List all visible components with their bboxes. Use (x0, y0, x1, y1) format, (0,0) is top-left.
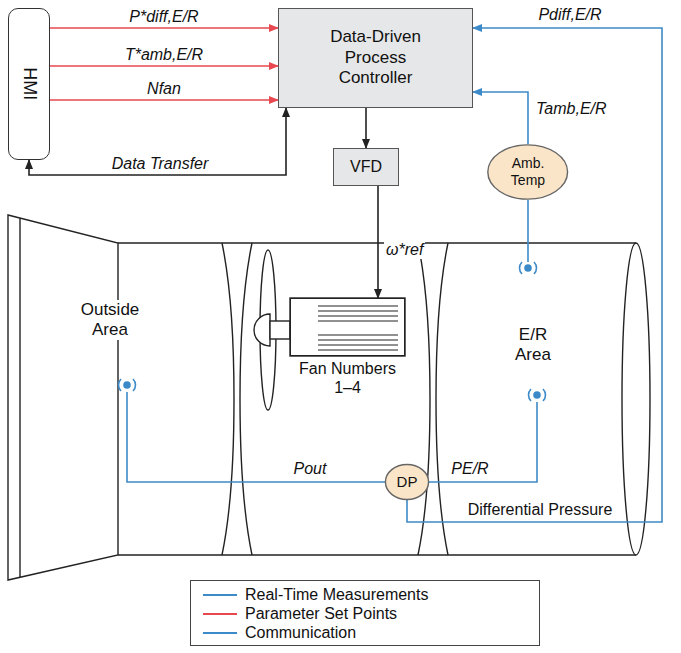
legend-row: Communication (203, 624, 527, 642)
sensor-wire (429, 402, 537, 482)
temperature-sensor (520, 262, 537, 274)
motor-windings (318, 306, 398, 350)
signal-label: PE/R (449, 460, 490, 478)
area-label: E/R Area (503, 325, 563, 364)
hmi-panel: HMI (8, 8, 50, 160)
sensor-wire (527, 200, 529, 262)
signal-connector (50, 65, 278, 67)
legend-line-sample (203, 590, 237, 600)
signal-label: ω*ref (384, 241, 425, 259)
node-label: HMI (18, 68, 40, 101)
pressure-sensor (529, 389, 546, 401)
legend-line-sample (203, 628, 237, 638)
signal-connector (50, 99, 278, 101)
legend-box: Real-Time MeasurementsParameter Set Poin… (190, 580, 540, 646)
node-label: Data-Driven Process Controller (316, 27, 436, 88)
motor-coupling (270, 321, 290, 339)
bellow (240, 243, 252, 555)
bellow (418, 243, 430, 555)
signal-connector (473, 92, 528, 144)
bellow (222, 243, 234, 555)
node-label: Amb. Temp (502, 155, 554, 189)
vfd-box: VFD (333, 148, 399, 186)
node-caption: Fan Numbers 1–4 (290, 359, 406, 397)
signal-connector (29, 108, 286, 175)
signal-label: Differential Pressure (466, 501, 615, 519)
signal-label: Pdiff,E/R (536, 6, 603, 24)
controller-box: Data-Driven Process Controller (278, 8, 473, 108)
node-label: DP (397, 473, 418, 491)
sensor-circle: Amb. Temp (487, 144, 568, 200)
node-label: VFD (350, 157, 382, 176)
legend-text: Parameter Set Points (245, 605, 397, 623)
legend-row: Parameter Set Points (203, 605, 527, 623)
signal-connector (50, 27, 278, 29)
motor-body (290, 298, 405, 356)
pressure-sensor (119, 379, 136, 391)
fan-motor: Fan Numbers 1–4 (290, 298, 405, 356)
signal-label: Tamb,E/R (534, 100, 609, 118)
signal-label: Data Transfer (110, 155, 211, 173)
duct-bottom (118, 554, 636, 555)
signal-connector (377, 186, 379, 298)
signal-label: T*amb,E/R (123, 46, 205, 64)
legend-row: Real-Time Measurements (203, 586, 527, 604)
signal-connector (365, 108, 367, 148)
bellow (436, 243, 448, 555)
sensor-wire (127, 392, 385, 482)
duct-outlet (622, 243, 650, 555)
legend-text: Real-Time Measurements (245, 586, 428, 604)
inlet-funnel (8, 215, 118, 580)
signal-label: Nfan (145, 80, 183, 98)
legend-line-sample (203, 609, 237, 619)
duct-top (118, 242, 636, 243)
signal-label: Pout (292, 460, 329, 478)
dp-sensor-circle: DP (385, 464, 429, 500)
area-label: Outside Area (68, 300, 152, 339)
funnel-flange (19, 218, 20, 577)
signal-label: P*diff,E/R (127, 8, 200, 26)
fan-hub (254, 314, 270, 346)
legend-text: Communication (245, 624, 356, 642)
